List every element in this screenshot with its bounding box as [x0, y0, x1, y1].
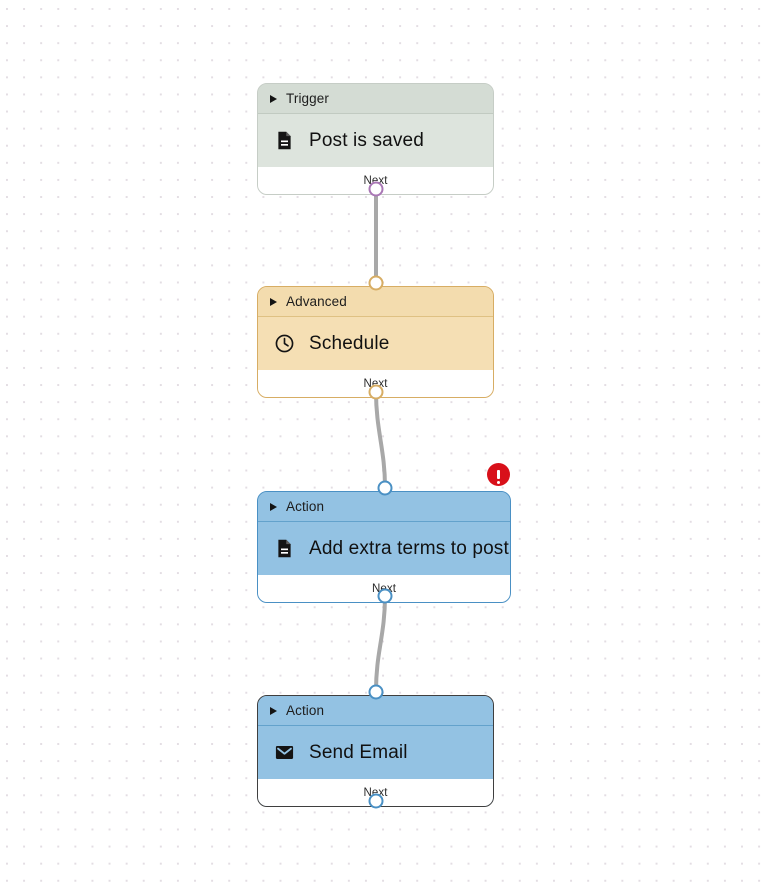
node-category-label: Trigger: [286, 91, 329, 106]
exclamation-icon: [496, 469, 501, 484]
output-port-action-terms[interactable]: [377, 588, 393, 604]
input-port-advanced[interactable]: [368, 275, 384, 291]
node-divider: [258, 725, 493, 726]
node-divider: [258, 113, 493, 114]
workflow-node-action-add-extra-terms[interactable]: Action Add extra terms to post Next: [257, 491, 511, 603]
node-title-label: Schedule: [309, 332, 390, 354]
workflow-node-trigger[interactable]: Trigger Post is saved Next: [257, 83, 494, 195]
node-header-advanced[interactable]: Advanced: [258, 287, 493, 316]
node-title-label: Send Email: [309, 741, 408, 763]
node-divider: [258, 316, 493, 317]
document-icon: [278, 131, 291, 150]
error-badge[interactable]: [487, 463, 510, 486]
output-port-advanced[interactable]: [368, 384, 384, 400]
node-divider: [258, 521, 510, 522]
edge-advanced-to-action-terms: [374, 390, 387, 489]
node-category-label: Action: [286, 499, 325, 514]
node-title-label: Post is saved: [309, 129, 424, 151]
node-category-label: Action: [286, 703, 325, 718]
caret-right-icon[interactable]: [270, 706, 277, 715]
node-title-label: Add extra terms to post: [309, 537, 509, 559]
node-body-trigger[interactable]: Post is saved: [258, 114, 493, 167]
envelope-icon: [275, 746, 294, 759]
node-body-advanced[interactable]: Schedule: [258, 317, 493, 370]
workflow-node-advanced[interactable]: Advanced Schedule Next: [257, 286, 494, 398]
node-body-action-send-email[interactable]: Send Email: [258, 726, 493, 779]
workflow-node-action-send-email[interactable]: Action Send Email Next: [257, 695, 494, 807]
clock-icon: [275, 334, 294, 353]
node-header-action-terms[interactable]: Action: [258, 492, 510, 521]
node-body-action-terms[interactable]: Add extra terms to post: [258, 522, 510, 575]
input-port-action-send-email[interactable]: [368, 684, 384, 700]
node-category-label: Advanced: [286, 294, 347, 309]
caret-right-icon[interactable]: [270, 502, 277, 511]
document-icon: [278, 539, 291, 558]
output-port-trigger[interactable]: [368, 181, 384, 197]
input-port-action-terms[interactable]: [377, 480, 393, 496]
node-header-trigger[interactable]: Trigger: [258, 84, 493, 113]
caret-right-icon[interactable]: [270, 297, 277, 306]
edge-action-terms-to-send-email: [374, 594, 387, 693]
node-header-action-send-email[interactable]: Action: [258, 696, 493, 725]
caret-right-icon[interactable]: [270, 94, 277, 103]
output-port-action-send-email[interactable]: [368, 793, 384, 809]
